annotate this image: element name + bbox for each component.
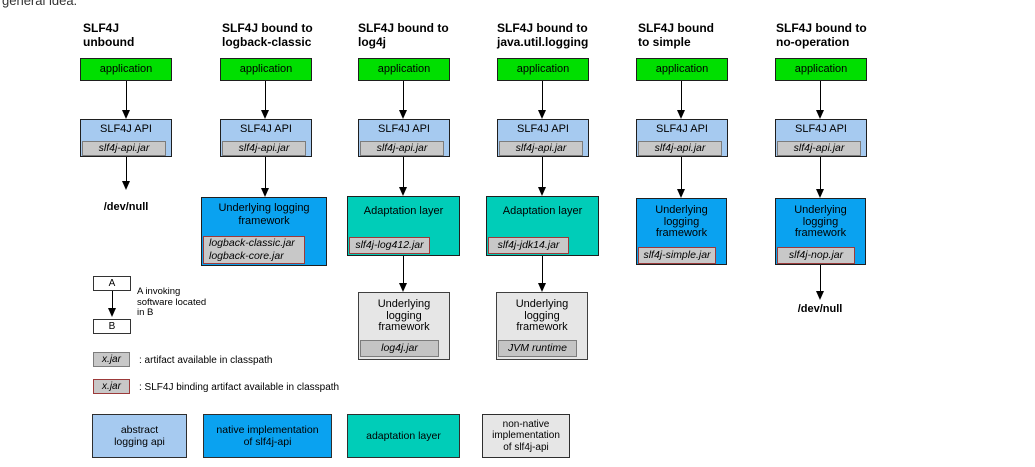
arrow-line (112, 291, 113, 308)
application-box: application (497, 58, 589, 81)
application-box: application (775, 58, 867, 81)
legend-adaptation-layer: adaptation layer (347, 414, 460, 458)
column-header-log4j: SLF4J bound to log4j (358, 21, 449, 49)
framework-jar: slf4j-nop.jar (777, 247, 855, 264)
arrow-head (261, 110, 269, 119)
application-box: application (636, 58, 728, 81)
column-header-simple: SLF4J bound to simple (638, 21, 714, 49)
adaptation-layer-label: Adaptation layer (363, 205, 444, 217)
arrow-line (403, 157, 404, 187)
arrow-line (403, 256, 404, 283)
adaptation-layer-label: Adaptation layer (502, 205, 583, 217)
arrow-head (816, 291, 824, 300)
arrow-head (399, 283, 407, 292)
legend-nonnative-implementation: non-native implementation of slf4j-api (482, 414, 570, 458)
arrow-head (122, 181, 130, 190)
legend-ab-caption: A invoking software located in B (137, 286, 207, 318)
underlying-framework-box: Underlying logging framework slf4j-nop.j… (775, 198, 866, 265)
slf4j-api-box: SLF4J API slf4j-api.jar (220, 119, 312, 157)
arrow-head (816, 189, 824, 198)
column-header-logback: SLF4J bound to logback-classic (222, 21, 313, 49)
underlying-framework-box: Underlying logging framework logback-cla… (201, 197, 327, 266)
slf4j-api-label: SLF4J API (100, 123, 152, 135)
logback-jars: logback-classic.jar logback-core.jar (203, 236, 305, 264)
arrow-head (122, 110, 130, 119)
arrow-line (542, 256, 543, 283)
underlying-framework-label: Underlying logging framework (655, 204, 708, 239)
arrow-line (265, 81, 266, 110)
slf4j-api-jar: slf4j-api.jar (360, 141, 444, 156)
arrow-line (681, 157, 682, 189)
framework-jar: slf4j-simple.jar (638, 247, 716, 264)
arrow-head (108, 308, 116, 317)
slf4j-api-label: SLF4J API (795, 123, 847, 135)
slf4j-api-label: SLF4J API (378, 123, 430, 135)
arrow-head (677, 110, 685, 119)
underlying-jar: JVM runtime (498, 340, 577, 357)
underlying-framework-label: Underlying logging framework (794, 204, 847, 239)
arrow-head (538, 283, 546, 292)
underlying-jar: log4j.jar (360, 340, 439, 357)
legend-binding-jar: x.jar (93, 379, 130, 394)
devnull-label: /dev/null (103, 201, 149, 213)
slf4j-api-box: SLF4J API slf4j-api.jar (497, 119, 589, 157)
legend-native-implementation: native implementation of slf4j-api (203, 414, 332, 458)
application-box: application (220, 58, 312, 81)
slf4j-api-box: SLF4J API slf4j-api.jar (80, 119, 172, 157)
arrow-head (816, 110, 824, 119)
slf4j-api-label: SLF4J API (656, 123, 708, 135)
arrow-line (542, 157, 543, 187)
arrow-line (820, 265, 821, 291)
adaptation-layer-box: Adaptation layer slf4j-jdk14.jar (486, 196, 599, 256)
intro-text: general idea. (2, 0, 78, 8)
arrow-head (538, 187, 546, 196)
underlying-framework-box: Underlying logging framework slf4j-simpl… (636, 198, 727, 265)
legend-abstract-logging-api: abstract logging api (92, 414, 187, 458)
legend-box-a: A (93, 276, 131, 291)
arrow-line (403, 81, 404, 110)
arrow-head (261, 188, 269, 197)
column-header-jul: SLF4J bound to java.util.logging (497, 21, 589, 49)
arrow-line (126, 81, 127, 110)
arrow-line (542, 81, 543, 110)
underlying-framework-label: Underlying logging framework (515, 298, 569, 333)
slf4j-api-jar: slf4j-api.jar (222, 141, 306, 156)
column-header-nop: SLF4J bound to no-operation (776, 21, 867, 49)
legend-plain-jar-caption: : artifact available in classpath (139, 355, 273, 366)
underlying-framework-label: Underlying logging framework (218, 202, 310, 227)
legend-binding-jar-caption: : SLF4J binding artifact available in cl… (139, 382, 340, 393)
underlying-framework-box: Underlying logging framework JVM runtime (496, 292, 588, 360)
adaptation-jar: slf4j-log412.jar (349, 237, 430, 254)
devnull-label: /dev/null (797, 303, 843, 315)
underlying-framework-box: Underlying logging framework log4j.jar (358, 292, 450, 360)
legend-plain-jar: x.jar (93, 352, 130, 367)
column-header-unbound: SLF4J unbound (83, 21, 135, 49)
underlying-framework-label: Underlying logging framework (377, 298, 431, 333)
application-box: application (358, 58, 450, 81)
slf4j-api-jar: slf4j-api.jar (499, 141, 583, 156)
slf4j-api-jar: slf4j-api.jar (82, 141, 166, 156)
arrow-line (681, 81, 682, 110)
slf4j-api-jar: slf4j-api.jar (777, 141, 861, 156)
arrow-line (126, 157, 127, 181)
arrow-head (399, 110, 407, 119)
adaptation-jar: slf4j-jdk14.jar (488, 237, 569, 254)
slf4j-api-box: SLF4J API slf4j-api.jar (775, 119, 867, 157)
slf4j-api-label: SLF4J API (517, 123, 569, 135)
arrow-head (677, 189, 685, 198)
arrow-head (538, 110, 546, 119)
arrow-head (399, 187, 407, 196)
slf4j-api-label: SLF4J API (240, 123, 292, 135)
slf4j-api-jar: slf4j-api.jar (638, 141, 722, 156)
arrow-line (265, 157, 266, 188)
arrow-line (820, 81, 821, 110)
legend-box-b: B (93, 319, 131, 334)
arrow-line (820, 157, 821, 189)
slf4j-api-box: SLF4J API slf4j-api.jar (358, 119, 450, 157)
slf4j-api-box: SLF4J API slf4j-api.jar (636, 119, 728, 157)
adaptation-layer-box: Adaptation layer slf4j-log412.jar (347, 196, 460, 256)
application-box: application (80, 58, 172, 81)
